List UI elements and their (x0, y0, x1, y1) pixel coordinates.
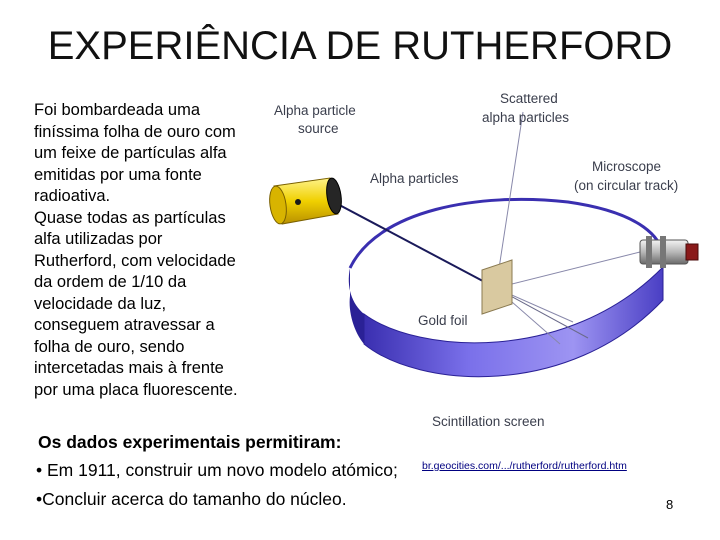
description-line: um feixe de partículas alfa (34, 144, 227, 162)
description-line: conseguem atravessar a (34, 316, 215, 334)
scattered-path (495, 111, 524, 289)
label-microscope-2: (on circular track) (574, 178, 678, 193)
description-line: emitidas por uma fonte (34, 165, 202, 184)
description-line: finíssima folha de ouro com (34, 122, 236, 141)
label-gold-foil: Gold foil (418, 313, 468, 328)
alpha-beam (329, 199, 497, 289)
screen-inner-face (348, 268, 364, 344)
description-line: por uma placa fluorescente. (34, 380, 238, 399)
label-scattered-2: alpha particles (482, 110, 569, 125)
source-link[interactable]: br.geocities.com/.../rutherford/rutherfo… (422, 460, 627, 472)
rutherford-apparatus-diagram: Alpha particle source Scattered alpha pa… (269, 91, 699, 429)
conclusion-bullet: •Concluir acerca do tamanho do núcleo. (36, 489, 347, 509)
label-alpha-particle-source-1: Alpha particle (274, 103, 356, 118)
slide-title: EXPERIÊNCIA DE RUTHERFORD (47, 24, 673, 68)
conclusions-heading: Os dados experimentais permitiram: (38, 432, 342, 452)
label-alpha-particles: Alpha particles (370, 171, 459, 186)
microscope-line (495, 251, 641, 289)
description-line: folha de ouro, sendo (34, 337, 185, 356)
label-scattered-1: Scattered (500, 91, 558, 106)
label-microscope-1: Microscope (592, 159, 661, 174)
conclusion-bullet: • Em 1911, construir um novo modelo atóm… (36, 460, 398, 480)
label-scintillation-screen: Scintillation screen (432, 414, 545, 429)
description-line: Quase todas as partículas (34, 208, 226, 227)
gold-foil (481, 259, 513, 315)
description-line: Rutherford, com velocidade (34, 251, 236, 270)
page-number: 8 (666, 497, 674, 512)
label-alpha-particle-source-2: source (298, 121, 339, 136)
description-line: Foi bombardeada uma (34, 101, 201, 119)
description-line: alfa utilizadas por (34, 230, 163, 248)
description-line: radioativa. (34, 187, 111, 205)
description-line: intercetadas mais à frente (34, 359, 224, 377)
scintillation-screen-band (363, 265, 664, 378)
alpha-source (269, 177, 342, 225)
microscope (639, 236, 699, 268)
description-line: velocidade da luz, (34, 294, 167, 313)
scintillation-flash (604, 342, 624, 360)
description-line: da ordem de 1/10 da (34, 273, 187, 291)
description-text: Foi bombardeada uma finíssima folha de o… (34, 100, 266, 401)
